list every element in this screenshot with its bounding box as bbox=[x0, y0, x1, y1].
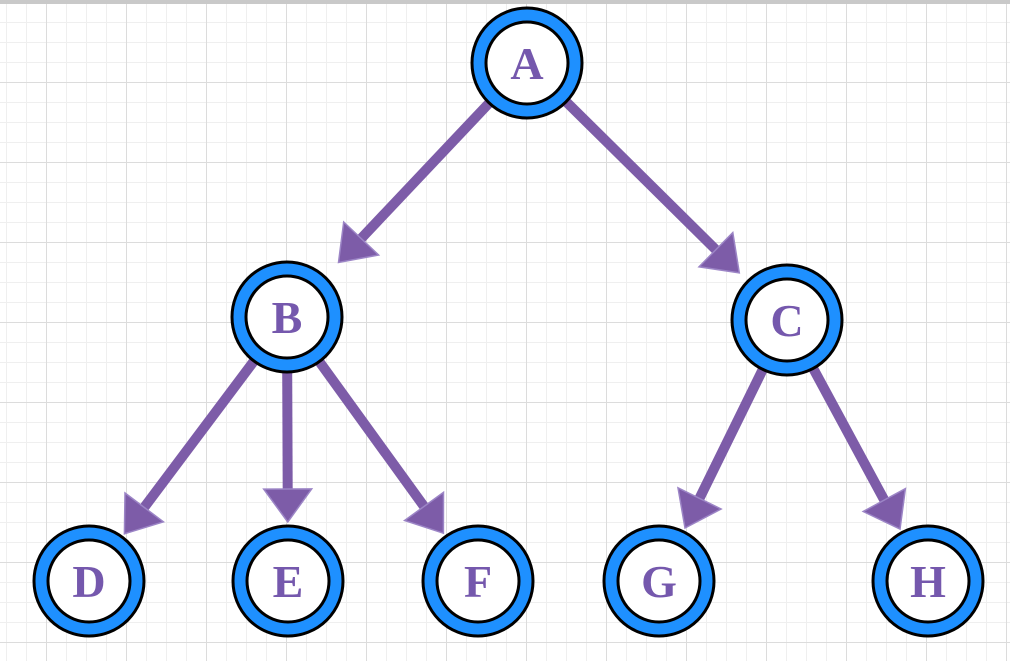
arrowhead-icon bbox=[262, 488, 314, 524]
arrowhead-icon bbox=[677, 486, 723, 530]
node-label: D bbox=[72, 556, 105, 607]
node-D[interactable]: D bbox=[32, 524, 146, 638]
node-label: H bbox=[910, 556, 946, 607]
edge-C-H[interactable] bbox=[807, 364, 907, 531]
node-inner-circle bbox=[435, 538, 521, 624]
edge-B-D[interactable] bbox=[123, 356, 260, 535]
node-label: A bbox=[510, 38, 543, 89]
edge-shaft bbox=[137, 356, 260, 514]
window-top-border bbox=[0, 0, 1010, 4]
edge-shaft bbox=[561, 96, 723, 257]
node-E[interactable]: E bbox=[231, 524, 345, 638]
node-inner-circle bbox=[46, 538, 132, 624]
node-label: C bbox=[770, 295, 803, 346]
node-label: B bbox=[272, 292, 303, 343]
node-inner-circle bbox=[616, 538, 702, 624]
node-label: G bbox=[641, 556, 677, 607]
arrowhead-icon bbox=[123, 491, 166, 535]
edge-C-G[interactable] bbox=[677, 365, 769, 530]
edge-shaft bbox=[693, 365, 769, 505]
edge-A-C[interactable] bbox=[561, 96, 741, 274]
arrowhead-icon bbox=[337, 220, 381, 264]
arrowhead-icon bbox=[402, 490, 445, 535]
edge-shaft bbox=[354, 98, 495, 245]
node-F[interactable]: F bbox=[421, 524, 535, 638]
node-inner-circle bbox=[744, 277, 830, 363]
node-A[interactable]: A bbox=[470, 6, 584, 120]
arrowhead-icon bbox=[697, 231, 741, 274]
node-inner-circle bbox=[484, 20, 570, 106]
edge-shaft bbox=[282, 369, 293, 494]
node-G[interactable]: G bbox=[602, 524, 716, 638]
node-H[interactable]: H bbox=[871, 524, 985, 638]
node-label: E bbox=[273, 556, 304, 607]
edge-shaft bbox=[807, 364, 891, 506]
edge-A-B[interactable] bbox=[337, 98, 495, 264]
arrowhead-icon bbox=[861, 487, 907, 531]
node-inner-circle bbox=[245, 538, 331, 624]
edge-shaft bbox=[314, 356, 431, 513]
node-inner-circle bbox=[244, 274, 330, 360]
edge-B-E[interactable] bbox=[262, 369, 314, 524]
node-C[interactable]: C bbox=[730, 263, 844, 377]
node-inner-circle bbox=[885, 538, 971, 624]
node-B[interactable]: B bbox=[230, 260, 344, 374]
node-label: F bbox=[464, 556, 492, 607]
edge-B-F[interactable] bbox=[314, 356, 445, 535]
